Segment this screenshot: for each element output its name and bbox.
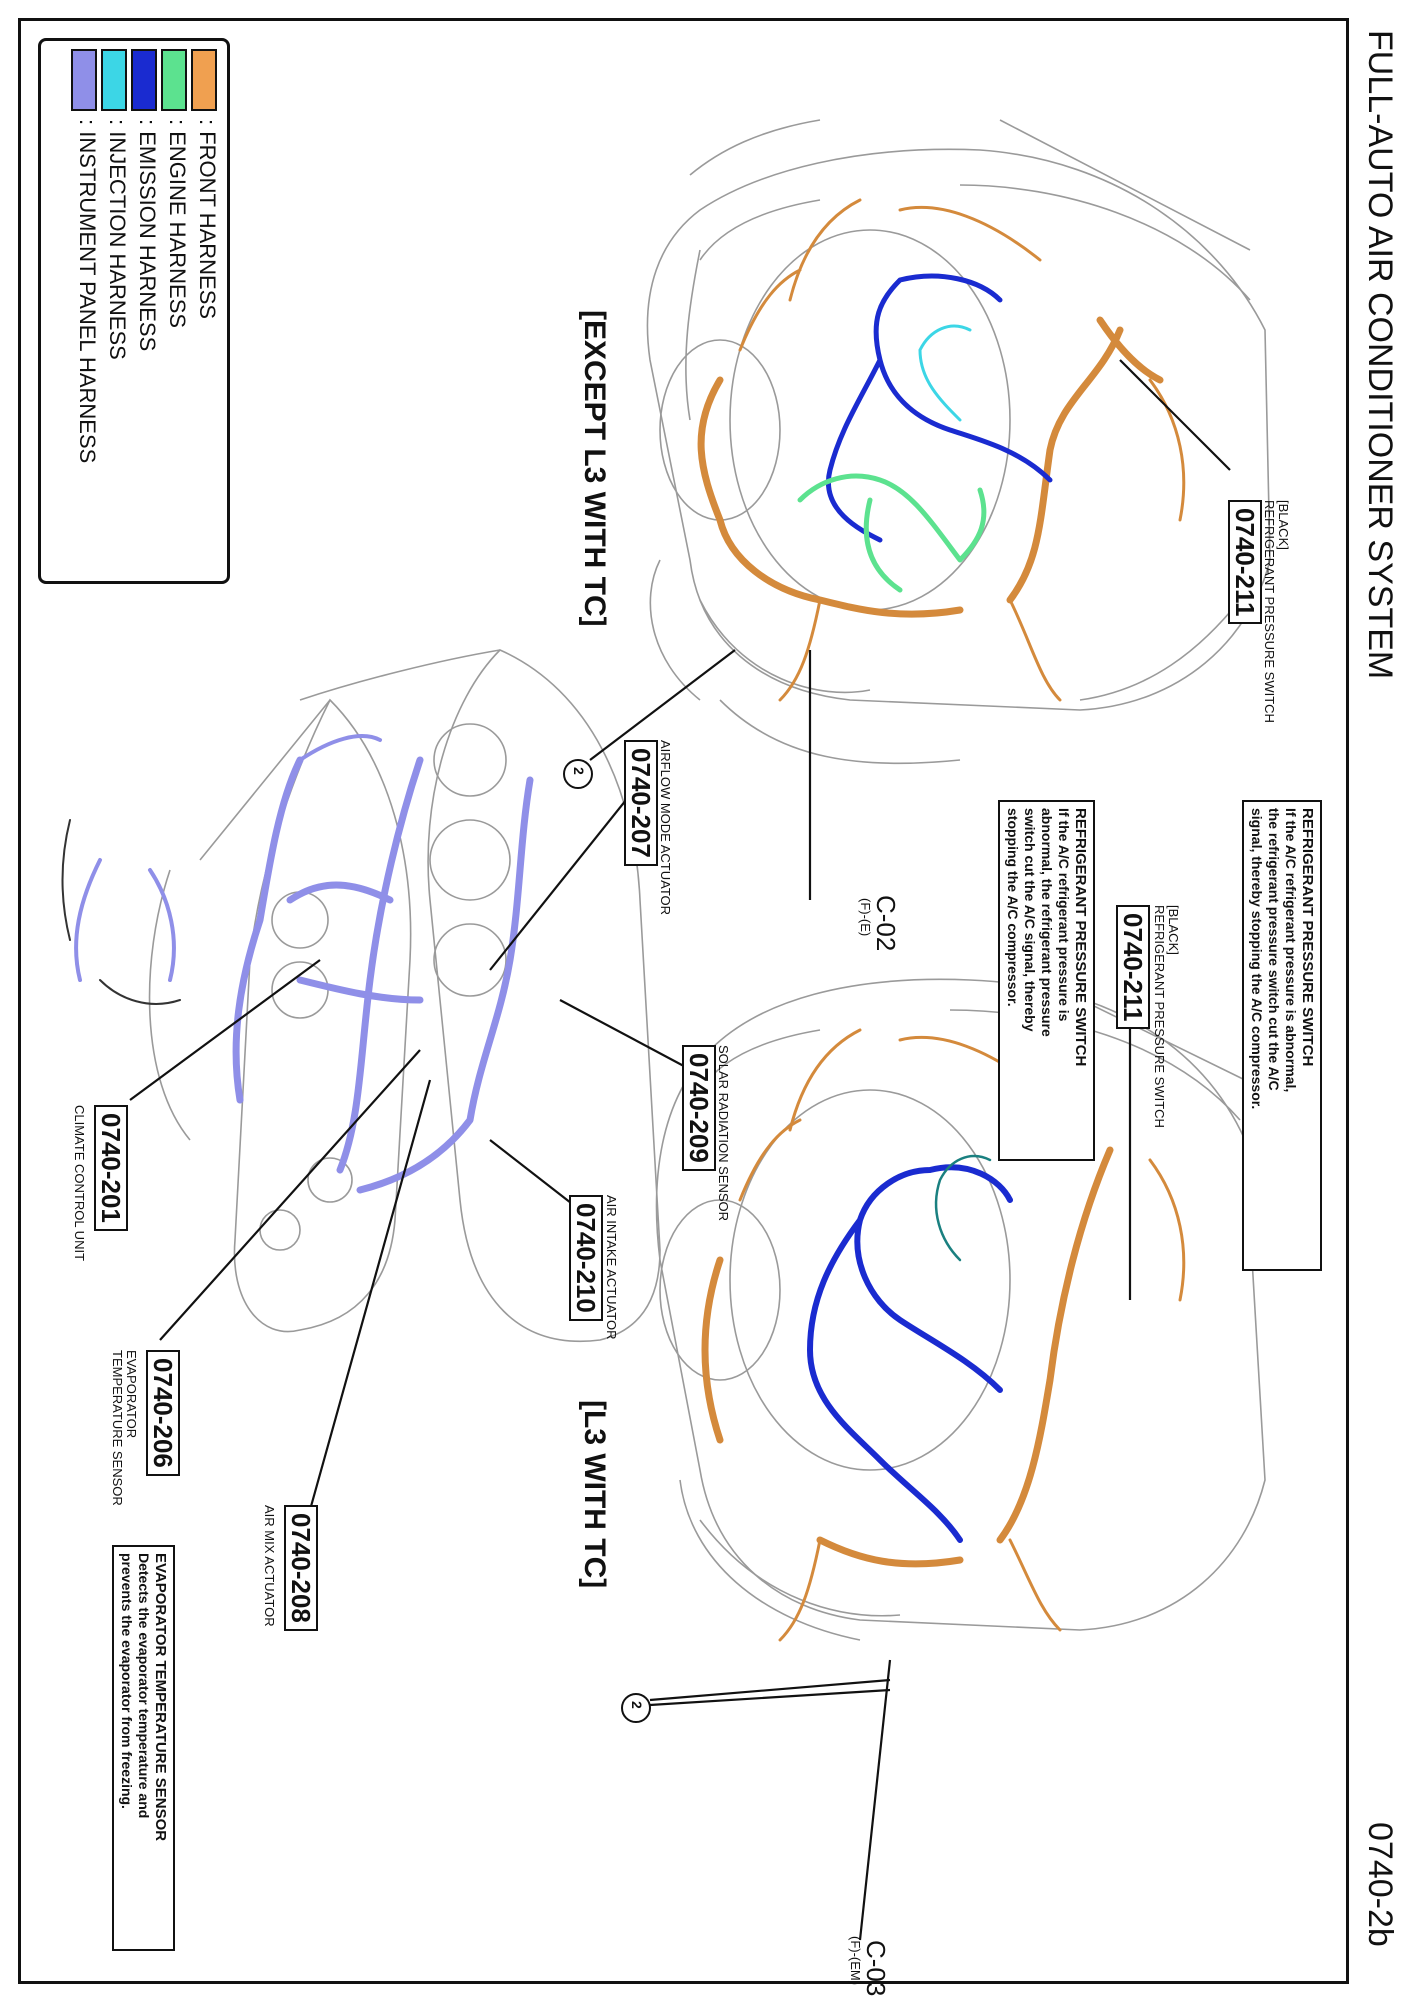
note-rps-1-line-3: signal, thereby stopping the A/C compres… <box>1249 808 1265 1110</box>
legend-swatch-engine <box>161 49 187 111</box>
legend-swatch-instrument <box>71 49 97 111</box>
section-heading-l3: [L3 WITH TC] <box>578 1400 611 1589</box>
airflow-label: AIRFLOW MODE ACTUATOR <box>658 740 673 916</box>
note-rps-1-title: REFRIGERANT PRESSURE SWITCH <box>1299 808 1316 1067</box>
dashboard-outline <box>427 649 661 1342</box>
airflow-code: 0740-207 <box>624 740 658 866</box>
note-evap-line-1: Detects the evaporator temperature and <box>136 1553 152 1819</box>
legend-label-injection: : INJECTION HARNESS <box>105 119 130 360</box>
harness-legend: : FRONT HARNESS : ENGINE HARNESS : EMISS… <box>38 38 230 584</box>
leader-airflow <box>489 769 651 971</box>
evap-label-2: TEMPERATURE SENSOR <box>110 1350 125 1506</box>
connector-c02-sub: (F)-(E) <box>858 898 873 937</box>
note-rps-1: REFRIGERANT PRESSURE SWITCH If the A/C r… <box>1242 800 1322 1271</box>
injection-harness-bottom <box>934 1154 992 1262</box>
connector-c03-code: C-03 <box>861 1940 891 1997</box>
leader-climate <box>129 959 321 1101</box>
connector-c02-code: C-02 <box>871 895 901 952</box>
rps-top-label: REFRIGERANT PRESSURE SWITCH <box>1262 500 1277 723</box>
front-harness-top <box>697 316 1164 618</box>
ref-number-1: 2 <box>571 767 587 775</box>
legend-label-engine: : ENGINE HARNESS <box>165 119 190 329</box>
legend-label-front: : FRONT HARNESS <box>195 119 220 320</box>
solar-code: 0740-209 <box>682 1045 716 1171</box>
intake-code: 0740-210 <box>569 1195 603 1321</box>
note-evap-title: EVAPORATOR TEMPERATURE SENSOR <box>152 1553 169 1842</box>
note-rps-2-line-4: stopping the A/C compressor. <box>1005 808 1021 1007</box>
legend-swatch-front <box>191 49 217 111</box>
emission-harness-bottom <box>806 1164 1013 1543</box>
instrument-panel-harness <box>232 756 534 1194</box>
leader-ref1 <box>589 649 736 761</box>
section-heading-except-l3: [EXCEPT L3 WITH TC] <box>578 310 611 627</box>
connector-c03-sub: (F)-(EM) <box>848 1936 863 1986</box>
injection-harness-top <box>918 324 972 422</box>
climate-code: 0740-201 <box>94 1105 128 1231</box>
evap-label-1: EVAPORATOR <box>124 1350 139 1439</box>
rps-mid-sub: [BLACK] <box>1166 905 1181 955</box>
airmix-label: AIR MIX ACTUATOR <box>262 1505 277 1627</box>
legend-label-emission: : EMISSION HARNESS <box>135 119 160 352</box>
airmix-code: 0740-208 <box>284 1505 318 1631</box>
leader-airmix <box>308 1079 432 1511</box>
leader-c03 <box>858 1659 892 1941</box>
note-rps-2-line-2: abnormal, the refrigerant pressure <box>1039 808 1055 1037</box>
legend-label-instrument: : INSTRUMENT PANEL HARNESS <box>75 119 100 464</box>
leader-intake <box>489 1139 581 1211</box>
note-evap: EVAPORATOR TEMPERATURE SENSOR Detects th… <box>112 1545 175 1951</box>
leader-evap <box>159 1049 421 1341</box>
leader-ref2 <box>649 1678 891 1707</box>
ref-circle-2 <box>621 1693 651 1723</box>
leader-rps-top <box>1119 359 1231 471</box>
note-rps-2-title: REFRIGERANT PRESSURE SWITCH <box>1072 808 1089 1067</box>
climate-label: CLIMATE CONTROL UNIT <box>72 1105 87 1262</box>
note-rps-2-line-3: switch cut the A/C signal, thereby <box>1022 808 1038 1032</box>
ref-number-2: 2 <box>629 1701 645 1709</box>
solar-label: SOLAR RADIATION SENSOR <box>716 1045 731 1222</box>
note-rps-1-line-1: If the A/C refrigerant pressure is abnor… <box>1283 808 1299 1093</box>
evap-code: 0740-206 <box>146 1350 180 1476</box>
note-rps-2-line-1: If the A/C refrigerant pressure is <box>1056 808 1072 1022</box>
front-harness-bottom <box>701 1146 1114 1568</box>
ref-circle-1 <box>563 759 593 789</box>
legend-swatch-emission <box>131 49 157 111</box>
note-rps-2: REFRIGERANT PRESSURE SWITCH If the A/C r… <box>998 800 1095 1161</box>
rps-top-sub: [BLACK] <box>1276 500 1291 550</box>
engine-bay-outline-bottom <box>655 978 1266 1631</box>
engine-bay-outline-top <box>646 148 1271 711</box>
page-frame <box>18 18 1349 1984</box>
engine-harness-top <box>797 473 987 593</box>
emission-harness-top <box>825 273 1053 543</box>
note-evap-line-2: prevents the evaporator from freezing. <box>119 1553 135 1809</box>
intake-label: AIR INTAKE ACTUATOR <box>604 1195 619 1340</box>
legend-swatch-injection <box>101 49 127 111</box>
note-rps-1-line-2: the refrigerant pressure switch cut the … <box>1266 808 1282 1091</box>
rps-mid-code: 0740-211 <box>1116 905 1150 1030</box>
rps-top-code: 0740-211 <box>1228 500 1262 625</box>
rps-mid-label: REFRIGERANT PRESSURE SWITCH <box>1152 905 1167 1128</box>
